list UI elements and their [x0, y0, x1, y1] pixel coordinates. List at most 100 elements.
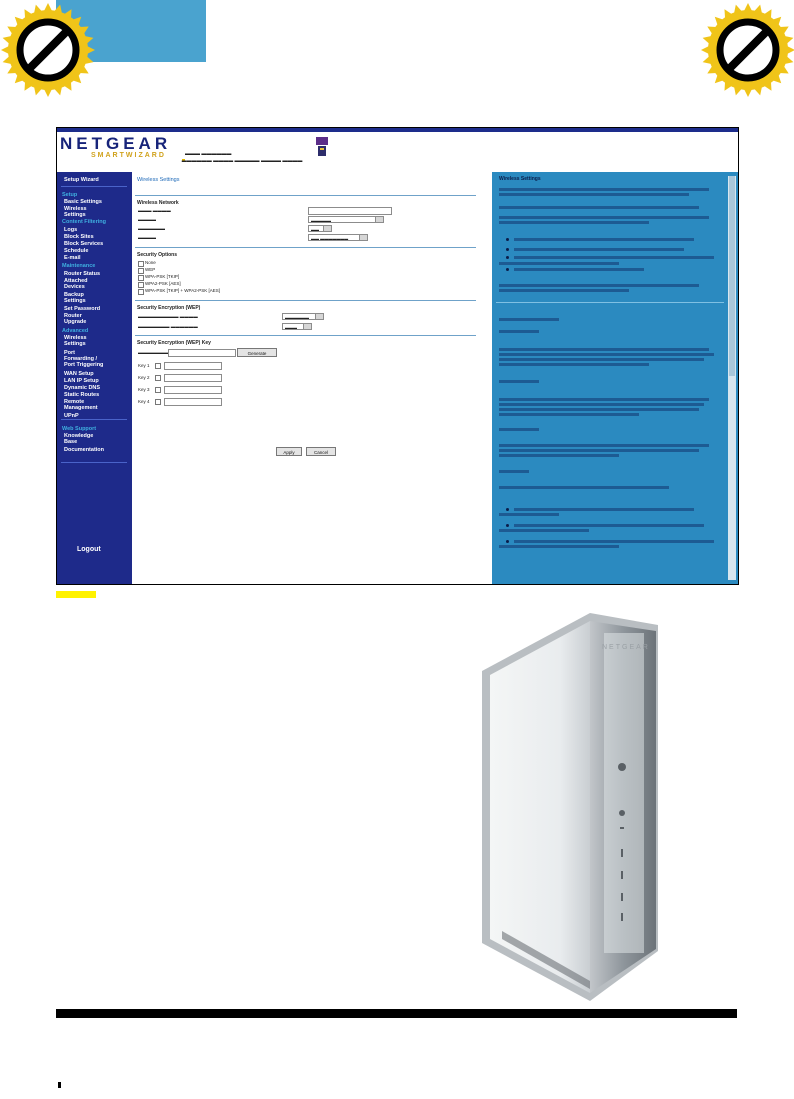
help-text-line	[499, 408, 699, 411]
sidebar-item[interactable]: UPnP	[64, 413, 79, 419]
wep-key-radio[interactable]	[155, 375, 161, 381]
sidebar-item[interactable]: Basic Settings	[64, 199, 102, 205]
sidebar-divider	[61, 419, 127, 420]
help-text-line	[499, 188, 709, 191]
name-ssid-input[interactable]	[308, 207, 392, 215]
no-entry-badge-icon	[1, 3, 95, 97]
cancel-button[interactable]: Cancel	[306, 447, 336, 456]
sidebar-item[interactable]: E-mail	[64, 255, 81, 261]
logout-button[interactable]: Logout	[77, 546, 101, 553]
field-label: ▬▬▬ ▬▬▬▬	[138, 208, 171, 213]
security-option-radio[interactable]	[138, 268, 144, 274]
help-bullet	[506, 540, 509, 543]
sidebar-item[interactable]: Port Forwarding / Port Triggering	[64, 350, 104, 368]
security-option-radio[interactable]	[138, 261, 144, 267]
help-scrollbar[interactable]	[728, 176, 736, 580]
sidebar-item[interactable]: Block Services	[64, 241, 104, 247]
sidebar-item[interactable]: Documentation	[64, 447, 105, 453]
help-scrollbar-thumb[interactable]	[729, 176, 735, 376]
help-text-line	[499, 449, 699, 452]
divider	[135, 335, 476, 336]
help-text-line	[499, 398, 709, 401]
admin-main-panel: Wireless Settings Wireless Network ▬▬▬ ▬…	[132, 172, 492, 584]
security-option-label: WPA-PSK [TKIP] + WPA2-PSK [AES]	[145, 288, 220, 293]
authentication-type-select[interactable]: ▬▬▬▬▬▬	[282, 313, 324, 320]
section-title-wep: Security Encryption (WEP)	[137, 305, 201, 311]
sidebar-divider	[61, 462, 127, 463]
region-select[interactable]: ▬▬▬▬▬	[308, 216, 384, 223]
help-text-line	[514, 256, 714, 259]
help-text-line	[499, 348, 709, 351]
admin-header: NETGEAR SMARTWIZARD ▬▬▬ ▬▬▬▬▬▬ ▬▬▬▬▬▬ ▬▬…	[57, 128, 738, 172]
security-option-radio[interactable]	[138, 282, 144, 288]
help-text-line	[514, 524, 704, 527]
help-bullet	[506, 524, 509, 527]
section-title-wireless-network: Wireless Network	[137, 200, 179, 206]
field-label: ▬▬▬▬	[138, 217, 156, 222]
divider	[135, 195, 476, 196]
generate-button[interactable]: Generate	[237, 348, 277, 357]
help-bullet	[506, 256, 509, 259]
security-option-label: None	[145, 260, 156, 265]
header-top-bar	[57, 128, 738, 132]
sidebar-item[interactable]: Logs	[64, 227, 78, 233]
svg-text:NETGEAR: NETGEAR	[602, 644, 650, 651]
sidebar-section-title: Web Support	[62, 426, 97, 432]
sidebar-item[interactable]: LAN IP Setup	[64, 378, 99, 384]
help-bullet	[506, 508, 509, 511]
security-option-radio[interactable]	[138, 275, 144, 281]
help-text-line	[499, 289, 629, 292]
sidebar-section-title: Setup	[62, 192, 78, 198]
sidebar-item[interactable]: Attached Devices	[64, 278, 88, 290]
wep-key-input[interactable]	[164, 374, 222, 382]
divider	[135, 247, 476, 248]
help-bullet	[506, 238, 509, 241]
sidebar-item[interactable]: Remote Management	[64, 399, 98, 411]
field-label: ▬▬▬▬▬▬	[138, 226, 165, 231]
router-product-image: NETGEAR	[482, 613, 658, 1001]
wep-key-radio[interactable]	[155, 363, 161, 369]
sidebar-item[interactable]: Block Sites	[64, 234, 94, 240]
passphrase-input[interactable]	[168, 349, 236, 357]
sidebar-item[interactable]: Static Routes	[64, 392, 100, 398]
wep-key-radio[interactable]	[155, 387, 161, 393]
sidebar-item[interactable]: Knowledge Base	[64, 433, 94, 445]
smartwizard-logo: SMARTWIZARD	[91, 152, 166, 159]
header-product-line-2: ▬▬▬▬▬▬ ▬▬▬▬ ▬▬▬▬▬ ▬▬▬▬ ▬▬▬▬	[179, 158, 303, 164]
help-text-line	[499, 545, 619, 548]
sidebar-divider	[61, 186, 127, 187]
sidebar-item[interactable]: WAN Setup	[64, 371, 94, 377]
help-text-line	[499, 513, 559, 516]
help-divider	[496, 302, 724, 303]
wep-key-input[interactable]	[164, 386, 222, 394]
sidebar-item[interactable]: Router Upgrade	[64, 313, 87, 325]
wep-key-label: Key 2	[138, 375, 150, 380]
sidebar-item[interactable]: Setup Wizard	[64, 177, 99, 183]
sidebar-item[interactable]: Set Password	[64, 306, 101, 312]
encryption-strength-select[interactable]: ▬▬▬	[282, 323, 312, 330]
mode-select[interactable]: ▬▬ ▬▬▬▬▬▬▬	[308, 234, 368, 241]
security-option-radio[interactable]	[138, 289, 144, 295]
help-text-line	[499, 454, 619, 457]
sidebar-item[interactable]: Dynamic DNS	[64, 385, 101, 391]
wep-key-radio[interactable]	[155, 399, 161, 405]
sidebar-item[interactable]: Schedule	[64, 248, 89, 254]
help-text-line	[499, 413, 639, 416]
help-text-line	[499, 318, 559, 321]
apply-button[interactable]: Apply	[276, 447, 302, 456]
wep-key-input[interactable]	[164, 398, 222, 406]
caption-highlight	[56, 591, 96, 598]
sidebar-item[interactable]: Backup Settings	[64, 292, 86, 304]
header-product-line-1: ▬▬▬ ▬▬▬▬▬▬	[185, 151, 232, 157]
security-option-label: WPA-PSK [TKIP]	[145, 274, 180, 279]
channel-select[interactable]: ▬▬	[308, 225, 332, 232]
wep-key-input[interactable]	[164, 362, 222, 370]
help-text-line	[514, 508, 694, 511]
sidebar-item[interactable]: Wireless Settings	[64, 206, 87, 218]
sidebar-item[interactable]: Wireless Settings	[64, 335, 87, 347]
sidebar-item[interactable]: Router Status	[64, 271, 101, 277]
help-text-line	[499, 221, 649, 224]
help-bullet	[506, 268, 509, 271]
help-text-line	[514, 248, 684, 251]
